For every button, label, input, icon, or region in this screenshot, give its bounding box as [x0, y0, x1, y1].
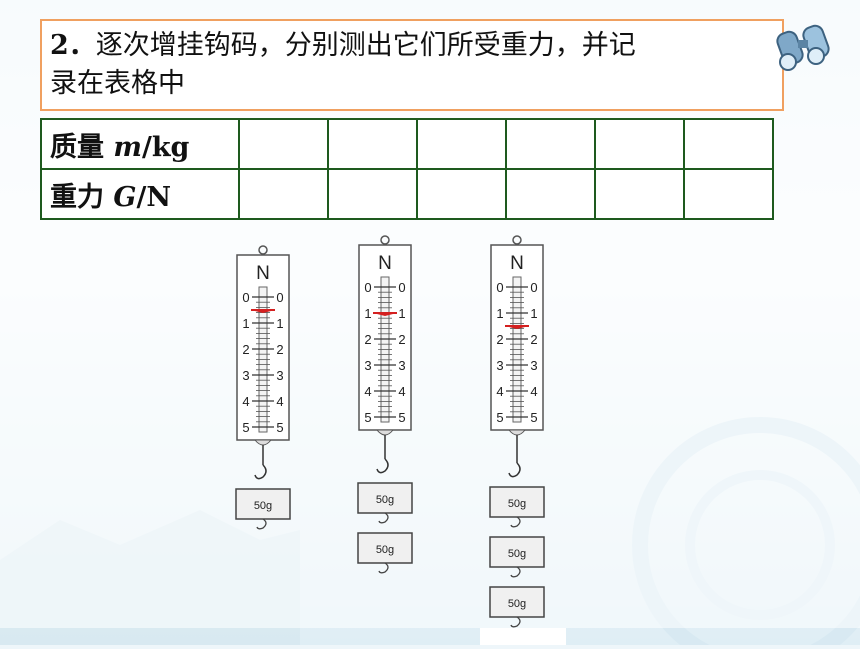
task-text-line1: 逐次增挂钩码，分别测出它们所受重力，并记 — [95, 30, 636, 61]
scale-tick-label: 2 — [364, 332, 371, 347]
scale-tick-label: 4 — [496, 384, 503, 399]
scale-tick-label: 0 — [364, 280, 371, 295]
weight-hook — [378, 562, 389, 574]
scale-tick-label: 4 — [276, 394, 283, 409]
gravity-cell[interactable] — [416, 168, 507, 220]
mass-cell[interactable] — [683, 118, 774, 170]
weight-hook — [510, 566, 521, 578]
scale-tick-label: 5 — [242, 420, 249, 435]
scale-tick-label: 0 — [398, 280, 405, 295]
scale-tick-label: 2 — [496, 332, 503, 347]
scale-tick-label: 4 — [242, 394, 249, 409]
mass-header: 质量 m/kg — [40, 118, 240, 170]
weight-block — [357, 482, 413, 514]
weight-hook — [378, 512, 389, 524]
scale-unit-label: N — [510, 253, 524, 274]
scale-tick-label: 2 — [530, 332, 537, 347]
spring-scale: N0 0 1 1 2 2 3 3 4 4 5 5 50g 50g 50g — [489, 235, 545, 628]
gravity-cell[interactable] — [327, 168, 418, 220]
weight-label: 50g — [508, 548, 526, 560]
gravity-cell[interactable] — [505, 168, 596, 220]
weight-label: 50g — [508, 598, 526, 610]
scale-tick-label: 2 — [242, 342, 249, 357]
weight-label: 50g — [254, 500, 272, 512]
scale-tick-label: 5 — [496, 410, 503, 425]
scale-tick-label: 5 — [398, 410, 405, 425]
task-number: 2． — [50, 30, 96, 61]
gravity-cell[interactable] — [683, 168, 774, 220]
scale-cap — [253, 439, 273, 446]
weight-label: 50g — [508, 498, 526, 510]
spring-scale: N0 0 1 1 2 2 3 3 4 4 5 5 50g 50g — [357, 235, 413, 574]
scale-tick-label: 4 — [364, 384, 371, 399]
scale-tick-label: 3 — [530, 358, 537, 373]
gravity-row: 重力 G/N — [40, 168, 774, 220]
scale-tick-label: 4 — [398, 384, 405, 399]
mass-row: 质量 m/kg — [40, 118, 774, 170]
scale-tick-label: 3 — [242, 368, 249, 383]
weight-hook — [510, 516, 521, 528]
scale-tick-label: 3 — [276, 368, 283, 383]
scale-tick-label: 3 — [398, 358, 405, 373]
mass-cell[interactable] — [594, 118, 685, 170]
scale-tick-label: 5 — [530, 410, 537, 425]
data-table: 质量 m/kg 重力 G/N — [40, 118, 774, 220]
scale-tick-label: 5 — [276, 420, 283, 435]
scale-tick-label: 2 — [276, 342, 283, 357]
task-instruction-box: 2．逐次增挂钩码，分别测出它们所受重力，并记 录在表格中 — [40, 19, 784, 111]
weight-block — [235, 488, 291, 520]
mass-cell[interactable] — [238, 118, 329, 170]
scale-tick-label: 2 — [398, 332, 405, 347]
scale-tick-label: 3 — [364, 358, 371, 373]
scale-tick-label: 5 — [364, 410, 371, 425]
mass-cell[interactable] — [416, 118, 507, 170]
mass-cell[interactable] — [327, 118, 418, 170]
spring-scale: N0 0 1 1 2 2 3 3 4 4 5 5 50g — [235, 245, 291, 530]
scale-hook — [376, 458, 389, 474]
scale-hook — [254, 464, 267, 480]
scale-tick-label: 1 — [242, 316, 249, 331]
scale-unit-label: N — [256, 263, 270, 284]
scale-tick-label: 0 — [242, 290, 249, 305]
weight-hook — [510, 616, 521, 628]
task-text-line2: 录在表格中 — [50, 68, 185, 99]
binoculars-icon — [776, 24, 830, 71]
weight-label: 50g — [376, 494, 394, 506]
scale-tick-label: 0 — [530, 280, 537, 295]
scale-tick-label: 0 — [496, 280, 503, 295]
scale-unit-label: N — [378, 253, 392, 274]
scale-tick-label: 1 — [398, 306, 405, 321]
scale-tick-label: 1 — [364, 306, 371, 321]
gravity-cell[interactable] — [238, 168, 329, 220]
weight-hook — [256, 518, 267, 530]
scale-hook — [508, 462, 521, 478]
scale-tick-label: 4 — [530, 384, 537, 399]
scale-tick-label: 1 — [276, 316, 283, 331]
scale-cap — [507, 429, 527, 436]
scale-tick-label: 0 — [276, 290, 283, 305]
mass-cell[interactable] — [505, 118, 596, 170]
gravity-header: 重力 G/N — [40, 168, 240, 220]
gravity-cell[interactable] — [594, 168, 685, 220]
scale-tick-label: 1 — [496, 306, 503, 321]
weight-block — [489, 486, 545, 518]
footer-strip — [480, 628, 566, 645]
scale-ring — [512, 235, 522, 245]
weight-label: 50g — [376, 544, 394, 556]
scale-ring — [258, 245, 268, 255]
scale-cap — [375, 429, 395, 436]
scale-ring — [380, 235, 390, 245]
scale-tick-label: 3 — [496, 358, 503, 373]
scale-tick-label: 1 — [530, 306, 537, 321]
